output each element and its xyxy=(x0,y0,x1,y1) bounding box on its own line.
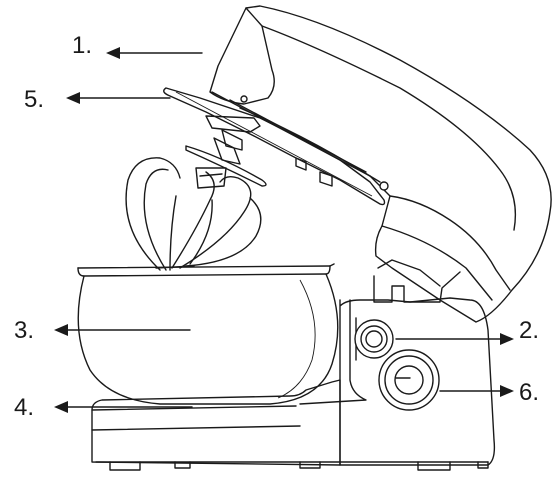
mixer-head-illustration xyxy=(209,5,552,323)
whisk-illustration xyxy=(125,157,262,271)
splash-guard-illustration xyxy=(163,87,386,206)
label-base: 4. xyxy=(14,394,35,421)
speed-button-illustration xyxy=(354,319,394,359)
label-knob: 6. xyxy=(519,379,540,406)
speed-knob-illustration xyxy=(378,349,440,411)
body-group xyxy=(299,259,496,466)
base-group xyxy=(91,379,489,471)
label-button: 2. xyxy=(519,317,540,344)
label-splash-guard: 5. xyxy=(24,86,45,113)
shaft-illustration xyxy=(185,115,267,187)
bowl-illustration xyxy=(77,263,339,405)
label-bowl: 3. xyxy=(14,317,35,344)
label-head: 1. xyxy=(72,32,93,59)
arrow-icon xyxy=(54,47,514,413)
